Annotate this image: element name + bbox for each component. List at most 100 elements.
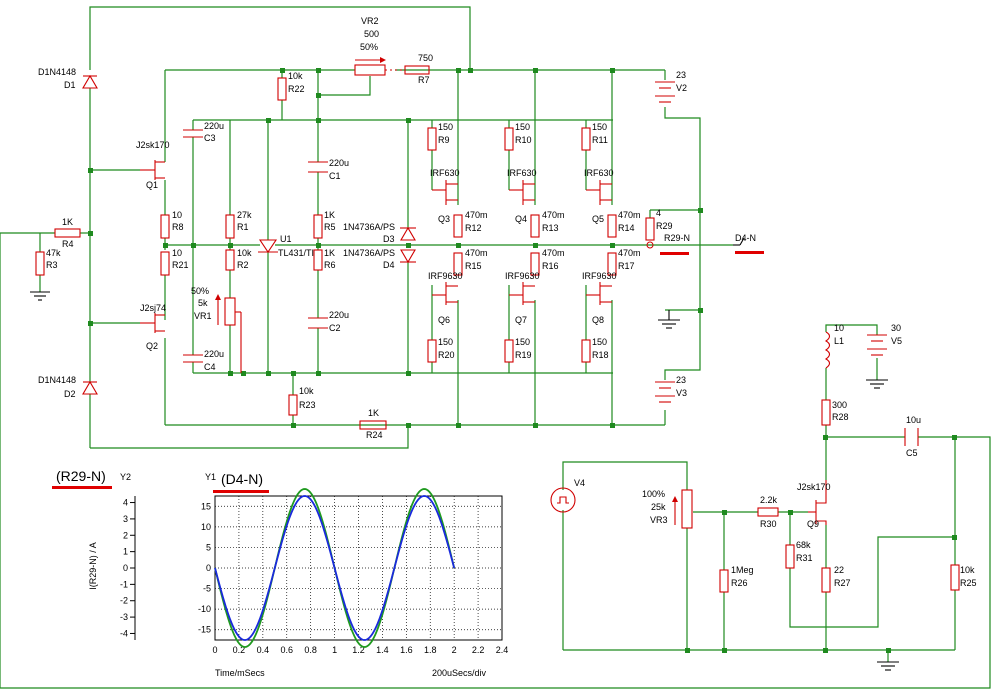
label-R10-name: R10 (515, 135, 532, 145)
label-R24-value: 1K (368, 408, 379, 418)
label-R23-value: 10k (299, 386, 314, 396)
label-Q5-name: Q5 (592, 214, 604, 224)
label-R9-name: R9 (438, 135, 450, 145)
y2-tick-label: 0 (123, 563, 128, 573)
label-R17-value: 470m (618, 248, 641, 258)
label-VR3-setting: 100% (642, 489, 665, 499)
label-R28-name: R28 (832, 412, 849, 422)
label-R17-name: R17 (618, 261, 635, 271)
label-R21-value: 10 (172, 248, 182, 258)
label-R13-name: R13 (542, 223, 559, 233)
label-R11-value: 150 (592, 122, 607, 132)
label-R8-value: 10 (172, 210, 182, 220)
label-V5-value: 30 (891, 323, 901, 333)
label-Q7-value: IRF9630 (505, 271, 540, 281)
x-tick-label: 0.6 (280, 645, 293, 655)
underline-d4n-probe (735, 251, 764, 254)
label-Q3-name: Q3 (438, 214, 450, 224)
label-Q6-name: Q6 (438, 315, 450, 325)
label-VR3-name: VR3 (650, 515, 668, 525)
label-R13-value: 470m (542, 210, 565, 220)
label-R19-value: 150 (515, 337, 530, 347)
label-R21-name: R21 (172, 260, 189, 270)
label-R31-name: R31 (796, 553, 813, 563)
label-C3-value: 220u (204, 121, 224, 131)
y2-axis-caption: Y2 (120, 472, 131, 482)
y2-tick-label: 2 (123, 530, 128, 540)
x-tick-label: 0.8 (304, 645, 317, 655)
component-labels: D1N4148 D1 D1N4148 D2 1K R4 47k R3 J2sk1… (38, 16, 977, 588)
label-Q9-name: Q9 (807, 519, 819, 529)
junction-dots (88, 68, 957, 653)
label-C4-value: 220u (204, 349, 224, 359)
label-R23-name: R23 (299, 400, 316, 410)
label-R11-name: R11 (592, 135, 608, 145)
label-C3-name: C3 (204, 133, 216, 143)
label-C1-value: 220u (329, 158, 349, 168)
highlight-underlines (52, 251, 764, 493)
label-R15-name: R15 (465, 261, 482, 271)
label-L1-name: L1 (834, 336, 844, 346)
label-Q2-value: J2sj74 (140, 303, 166, 313)
y2-tick-label: 1 (123, 547, 128, 557)
label-U1-name: U1 (280, 234, 292, 244)
y2-tick-label: 4 (123, 498, 128, 508)
label-R6-name: R6 (324, 260, 336, 270)
label-R2-name: R2 (237, 260, 249, 270)
label-R9-value: 150 (438, 122, 453, 132)
y2-tick-label: -4 (120, 628, 128, 638)
label-Q1-value: J2sk170 (136, 140, 170, 150)
y1-series-legend: (D4-N) (221, 471, 263, 487)
label-R22-name: R22 (288, 84, 305, 94)
underline-y2-legend (52, 486, 112, 489)
x-tick-label: 0 (212, 645, 217, 655)
label-R1-value: 27k (237, 210, 252, 220)
label-R3-name: R3 (46, 260, 58, 270)
plot-grid (214, 495, 503, 641)
label-V2-name: V2 (676, 83, 687, 93)
label-Q4-name: Q4 (515, 214, 527, 224)
y1-tick-label: 5 (206, 542, 211, 552)
label-V3-name: V3 (676, 388, 687, 398)
x-tick-label: 0.4 (257, 645, 270, 655)
label-C1-name: C1 (329, 171, 341, 181)
label-C5-name: C5 (906, 448, 918, 458)
x-tick-label: 1.6 (400, 645, 413, 655)
label-R25-name: R25 (960, 578, 977, 588)
label-V3-value: 23 (676, 375, 686, 385)
label-R4-name: R4 (62, 239, 74, 249)
label-VR2-name: VR2 (361, 16, 379, 26)
y2-tick-label: -3 (120, 612, 128, 622)
label-VR2-setting: 50% (360, 42, 378, 52)
label-R30-value: 2.2k (760, 495, 778, 505)
label-R16-value: 470m (542, 248, 565, 258)
label-R26-value: 1Meg (731, 565, 754, 575)
label-R24-name: R24 (366, 430, 383, 440)
label-R10-value: 150 (515, 122, 530, 132)
label-Q3-value: IRF630 (430, 168, 460, 178)
label-Q5-value: IRF630 (584, 168, 614, 178)
x-tick-label: 0.2 (233, 645, 246, 655)
label-R4-value: 1K (62, 217, 73, 227)
label-R20-value: 150 (438, 337, 453, 347)
label-R27-name: R27 (834, 578, 851, 588)
x-tick-label: 2 (452, 645, 457, 655)
label-Q1-name: Q1 (146, 180, 158, 190)
underline-y1-legend (213, 490, 269, 493)
label-R19-name: R19 (515, 350, 532, 360)
label-V5-name: V5 (891, 336, 902, 346)
x-div-label: 200uSecs/div (432, 668, 487, 678)
label-C5-value: 10u (906, 415, 921, 425)
label-D1-value: D1N4148 (38, 67, 76, 77)
y1-tick-label: -10 (198, 604, 211, 614)
traces (214, 488, 456, 648)
label-C2-value: 220u (329, 310, 349, 320)
label-R6-value: 1K (324, 248, 335, 258)
x-tick-label: 1.2 (352, 645, 365, 655)
x-tick-label: 2.2 (472, 645, 485, 655)
label-probe-r29n: R29-N (664, 233, 690, 243)
y2-tick-label: -2 (120, 596, 128, 606)
